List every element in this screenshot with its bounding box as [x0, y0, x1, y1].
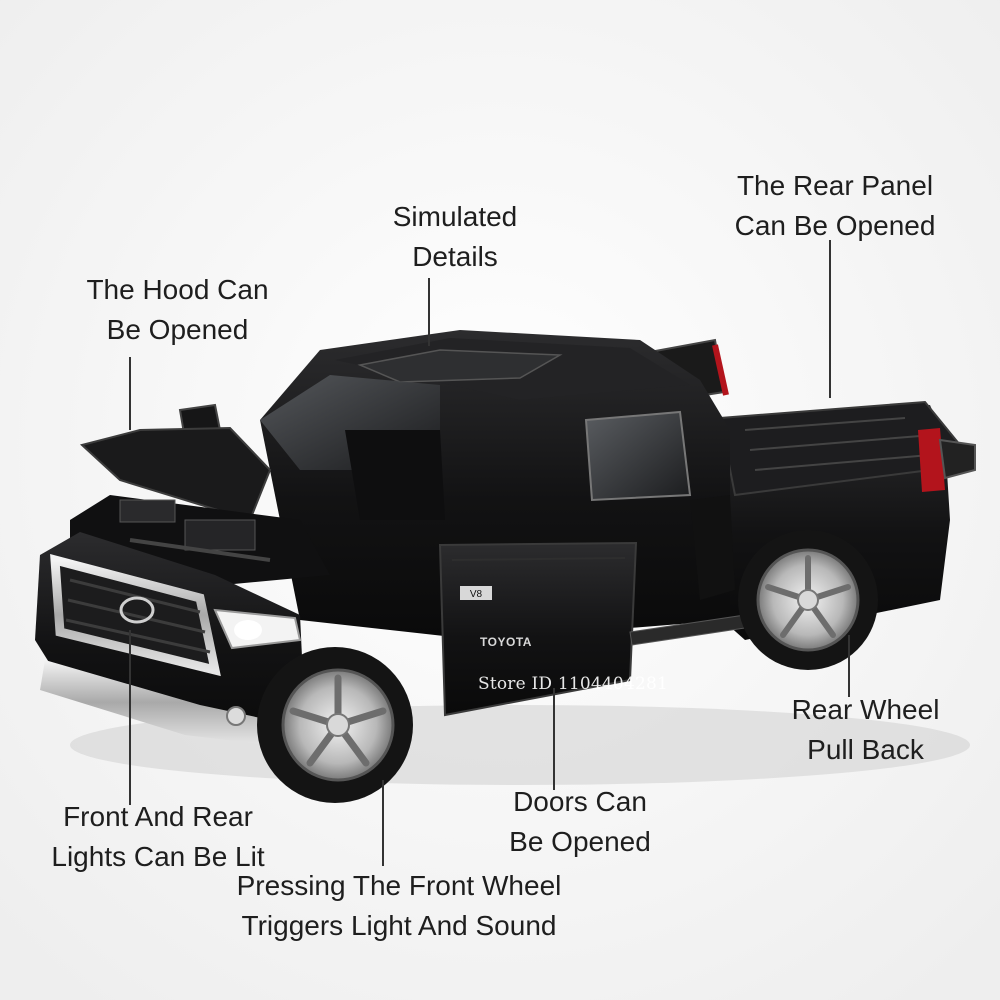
- engine-badge-plate: [460, 586, 492, 600]
- fog-light: [226, 706, 246, 726]
- driver-door: V8 TOYOTA: [438, 541, 638, 717]
- lights-leader-line: [129, 630, 131, 805]
- rear-panel-leader-line: [829, 240, 831, 398]
- hood-label: The Hood Can Be Opened: [55, 270, 300, 350]
- details-leader-line: [428, 278, 430, 346]
- front-wheel: [257, 647, 413, 803]
- lights-label: Front And Rear Lights Can Be Lit: [22, 797, 294, 877]
- hood: [79, 426, 272, 522]
- rear-panel-light: [712, 344, 729, 396]
- hood-label-line-2: Be Opened: [106, 314, 249, 345]
- front-wheel-label: Pressing The Front Wheel Triggers Light …: [195, 866, 603, 946]
- brand-badge: TOYOTA: [480, 635, 532, 649]
- front-bumper: [40, 660, 270, 745]
- rear-panel-label: The Rear Panel Can Be Opened: [705, 166, 965, 246]
- front-wheel-leader-line: [382, 780, 384, 866]
- doors-label: Doors Can Be Opened: [485, 782, 675, 862]
- tailgate: [938, 438, 976, 480]
- details-label-line-2: Details: [412, 241, 498, 272]
- rear-panel-label-line-2: Can Be Opened: [734, 210, 936, 241]
- rear-wheel: [738, 530, 878, 670]
- rear-wheel-leader-line: [848, 635, 850, 697]
- engine-badge: V8: [470, 589, 483, 600]
- details-label-line-1: Simulated: [392, 201, 518, 232]
- front-wheel-label-line-2: Triggers Light And Sound: [241, 910, 557, 941]
- rear-wheel-label: Rear Wheel Pull Back: [768, 690, 963, 770]
- hood-label-line-1: The Hood Can: [86, 274, 269, 305]
- doors-label-line-2: Be Opened: [509, 826, 651, 857]
- hood-leader-line: [129, 357, 131, 430]
- front-wheel-label-line-1: Pressing The Front Wheel: [236, 870, 562, 901]
- store-watermark: Store ID 1104404281: [478, 674, 669, 694]
- doors-label-line-1: Doors Can: [513, 786, 647, 817]
- rear-wheel-label-line-2: Pull Back: [807, 734, 924, 765]
- rear-window: [584, 410, 692, 502]
- lights-label-line-2: Lights Can Be Lit: [51, 841, 265, 872]
- details-label: Simulated Details: [355, 197, 555, 277]
- lights-label-line-1: Front And Rear: [63, 801, 253, 832]
- front-fascia: [35, 532, 305, 745]
- taillight: [918, 428, 945, 492]
- sunroof: [357, 349, 563, 383]
- brand-emblem: [119, 596, 155, 624]
- interior: [345, 430, 445, 520]
- rear-panel-label-line-1: The Rear Panel: [736, 170, 934, 201]
- doors-leader-line: [553, 688, 555, 790]
- rear-wheel-label-line-1: Rear Wheel: [791, 694, 940, 725]
